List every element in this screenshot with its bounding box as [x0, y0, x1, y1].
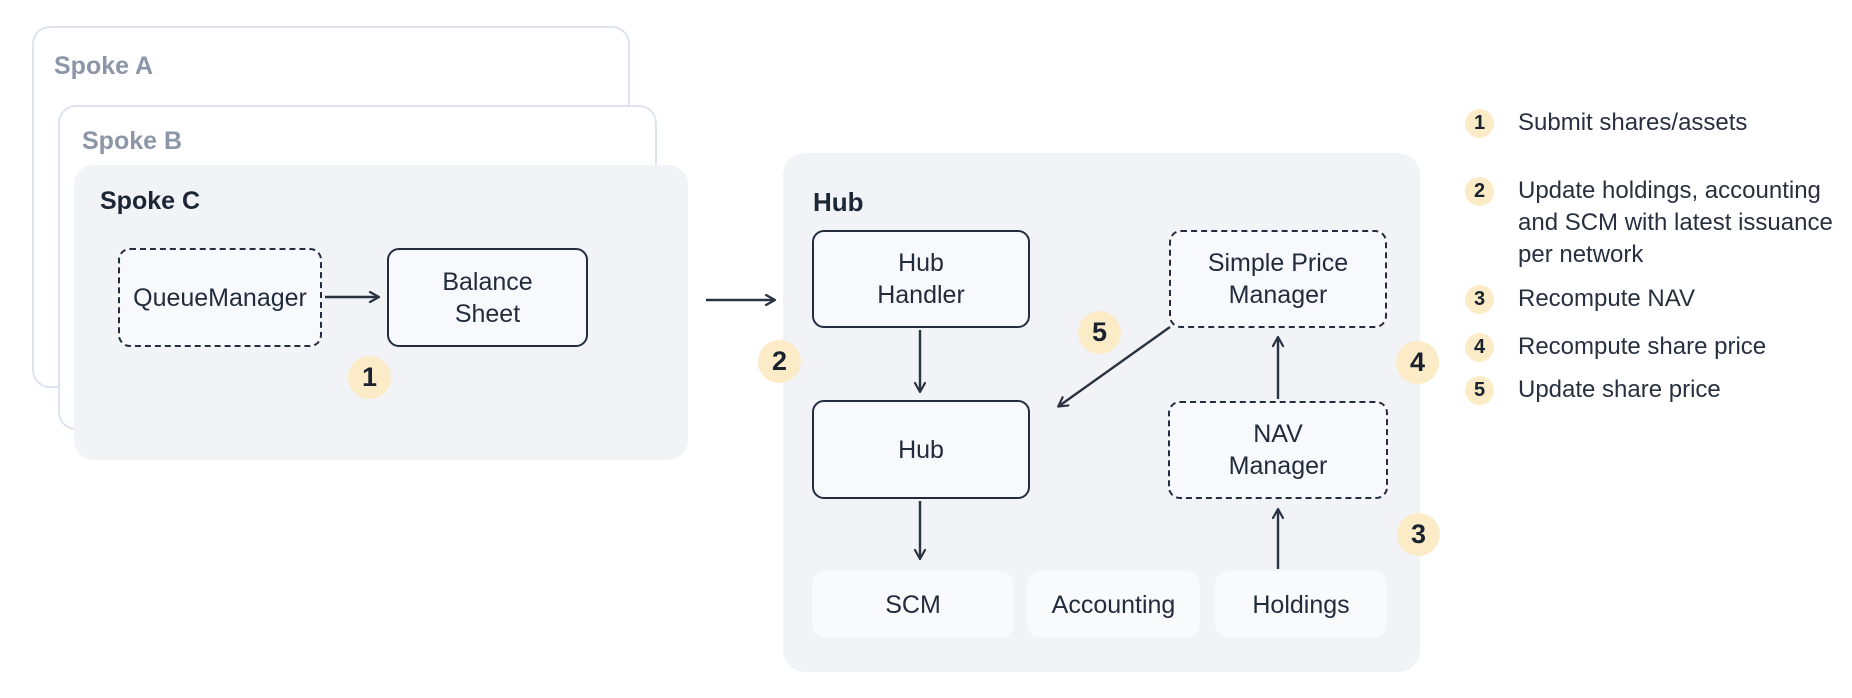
legend-text-5: Update share price: [1518, 376, 1721, 403]
nav-manager-label: NAV Manager: [1228, 420, 1328, 480]
legend-item-1: 1 Submit shares/assets: [1465, 107, 1838, 139]
legend-badge-2: 2: [1465, 177, 1494, 206]
arrow-simple-price-manager-to-hub: [1059, 326, 1171, 406]
legend-item-4: 4 Recompute share price: [1465, 331, 1838, 363]
holdings-label: Holdings: [1252, 590, 1350, 619]
holdings-node: Holdings: [1215, 571, 1387, 638]
step-badge-3: 3: [1397, 513, 1440, 556]
legend-item-2: 2 Update holdings, accounting and SCM wi…: [1465, 175, 1838, 271]
step-badge-4: 4: [1396, 341, 1439, 384]
queue-manager-node: QueueManager: [118, 248, 322, 347]
simple-price-manager-node: Simple Price Manager: [1169, 230, 1387, 328]
nav-manager-node: NAV Manager: [1168, 401, 1388, 499]
hub-title: Hub: [813, 187, 864, 217]
legend-badge-3: 3: [1465, 284, 1494, 314]
legend-badge-5: 5: [1465, 375, 1494, 405]
step-badge-2: 2: [758, 340, 801, 383]
legend-item-3: 3 Recompute NAV: [1465, 283, 1838, 315]
scm-label: SCM: [885, 590, 941, 619]
queue-manager-label: QueueManager: [133, 283, 307, 312]
spoke-b-title: Spoke B: [82, 127, 183, 155]
legend-text-1: Submit shares/assets: [1518, 109, 1748, 136]
legend-text-2: Update holdings, accounting and SCM with…: [1518, 177, 1833, 268]
scm-node: SCM: [812, 571, 1014, 638]
spoke-a-title: Spoke A: [54, 52, 154, 80]
step-badge-5: 5: [1078, 311, 1121, 354]
legend-text-4: Recompute share price: [1518, 333, 1767, 360]
legend-text-3: Recompute NAV: [1518, 285, 1695, 312]
accounting-label: Accounting: [1051, 590, 1176, 619]
hub-handler-label: Hub Handler: [877, 249, 965, 309]
spoke-c-title: Spoke C: [100, 187, 201, 215]
balance-sheet-label: Balance Sheet: [442, 267, 533, 328]
step-badge-1: 1: [348, 356, 391, 399]
hub-node-label: Hub: [898, 435, 944, 464]
legend-item-5: 5 Update share price: [1465, 374, 1838, 406]
balance-sheet-node: Balance Sheet: [387, 248, 588, 347]
hub-node: Hub: [812, 400, 1030, 499]
hub-handler-node: Hub Handler: [812, 230, 1030, 328]
legend-badge-4: 4: [1465, 332, 1494, 362]
simple-price-manager-label: Simple Price Manager: [1207, 249, 1349, 309]
accounting-node: Accounting: [1027, 571, 1200, 638]
legend-badge-1: 1: [1465, 108, 1494, 138]
